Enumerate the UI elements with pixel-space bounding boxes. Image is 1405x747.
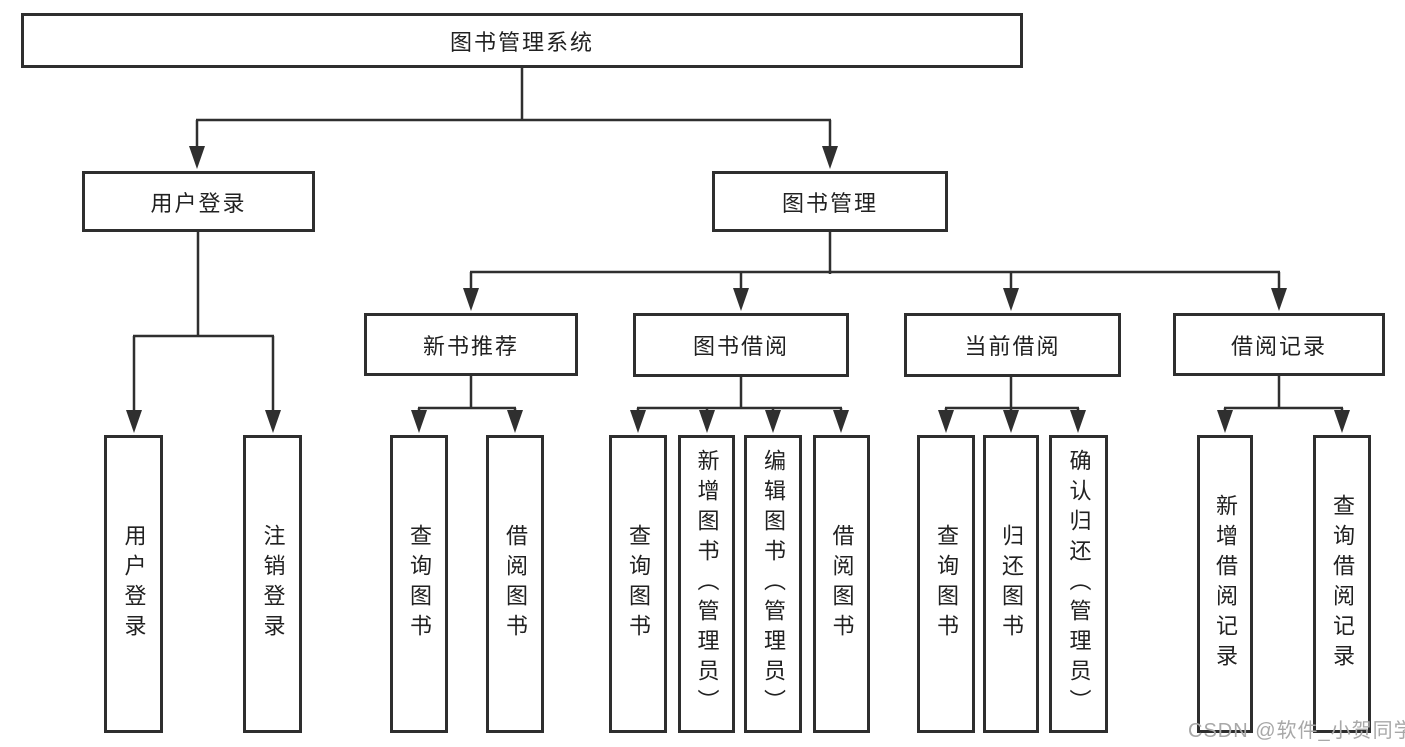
node-user-login: 用户登录 [82,171,315,232]
node-borrowing-records: 借阅记录 [1173,313,1385,376]
leaf-query-borrow-record: 查询借阅记录 [1313,435,1371,733]
node-current-borrowing: 当前借阅 [904,313,1121,377]
leaf-query-books-recommend: 查询图书 [390,435,448,733]
arrowheads [126,120,1350,433]
leaf-borrow-books-recommend: 借阅图书 [486,435,544,733]
leaf-logout: 注销登录 [243,435,302,733]
csdn-watermark: CSDN @软件_小贺同学 [1188,720,1405,742]
leaf-query-books-current: 查询图书 [917,435,975,733]
node-library-management-system: 图书管理系统 [21,13,1023,68]
leaf-confirm-return-admin: 确认归还（管理员） [1049,435,1108,733]
leaf-query-books-borrowing: 查询图书 [609,435,667,733]
node-book-borrowing: 图书借阅 [633,313,849,377]
leaf-user-login: 用户登录 [104,435,163,733]
leaf-edit-book-admin: 编辑图书（管理员） [744,435,802,733]
leaf-add-borrow-record: 新增借阅记录 [1197,435,1253,733]
leaf-borrow-books-borrowing: 借阅图书 [813,435,870,733]
tree-branch-lines [133,68,1343,410]
leaf-add-book-admin: 新增图书（管理员） [678,435,735,733]
node-book-management: 图书管理 [712,171,948,232]
node-new-book-recommendation: 新书推荐 [364,313,578,376]
leaf-return-books: 归还图书 [983,435,1039,733]
